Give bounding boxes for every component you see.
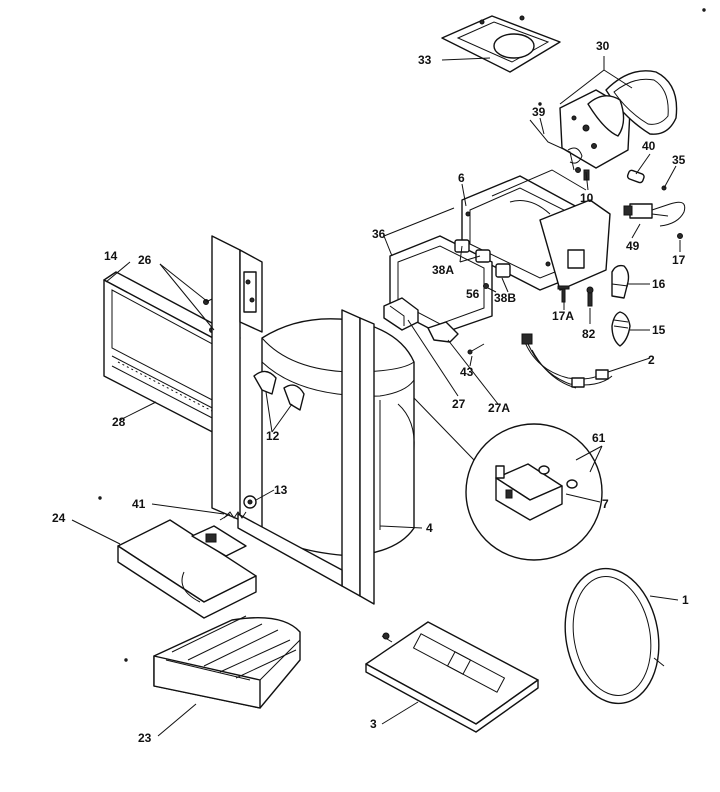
part-82-screw [586, 286, 594, 307]
callout-13: 13 [274, 483, 288, 497]
part-1-ring [564, 567, 665, 705]
callout-16: 16 [652, 277, 666, 291]
callout-27: 27 [452, 397, 466, 411]
part-23-drip-tray [153, 615, 301, 709]
part-35-switch-harness [623, 185, 686, 227]
callout-14: 14 [104, 249, 118, 263]
callout-2: 2 [648, 353, 655, 367]
callout-38a: 38A [432, 263, 454, 277]
callout-36: 36 [372, 227, 386, 241]
callout-35: 35 [672, 153, 686, 167]
callout-24: 24 [52, 511, 66, 525]
part-3-heater-plate [365, 621, 539, 733]
part-2-wire-harness [521, 333, 613, 389]
part-41-spring [219, 511, 247, 521]
part-40-cylinder [626, 169, 645, 184]
left-side-panel [211, 235, 263, 521]
callout-6: 6 [458, 171, 465, 185]
callout-40: 40 [642, 139, 656, 153]
callout-7: 7 [602, 497, 609, 511]
part-30-motor-assembly [559, 70, 678, 169]
callout-41: 41 [132, 497, 146, 511]
callout-33: 33 [418, 53, 432, 67]
part-13-pivot [243, 495, 257, 509]
callout-23: 23 [138, 731, 152, 745]
callout-27a: 27A [488, 401, 510, 415]
part-16-socket [611, 264, 630, 299]
callout-15: 15 [652, 323, 666, 337]
part-17a-screw [557, 285, 570, 303]
part-38a-clips [454, 239, 491, 263]
part-15-bulb [611, 311, 631, 347]
part-6-housing [461, 169, 611, 291]
leader-lines [71, 56, 681, 737]
part-4-housing [261, 318, 415, 557]
part-24-paddle [117, 519, 257, 619]
detail-circle-switch [413, 397, 603, 561]
part-43-screw [467, 343, 485, 355]
callout-30: 30 [596, 39, 610, 53]
callout-4: 4 [426, 521, 433, 535]
callout-49: 49 [626, 239, 640, 253]
callout-56: 56 [466, 287, 480, 301]
part-56-screw [483, 283, 489, 289]
front-tall-panel [237, 309, 375, 605]
part-39-wire-spring [529, 119, 583, 171]
part-38b-clip [495, 263, 511, 278]
callout-labels: 33 30 39 40 35 10 6 36 49 17 38A 16 56 3… [52, 39, 689, 745]
callout-17: 17 [672, 253, 686, 267]
callout-3: 3 [370, 717, 377, 731]
callout-28: 28 [112, 415, 126, 429]
callout-1: 1 [682, 593, 689, 607]
callout-43: 43 [460, 365, 474, 379]
callout-17a: 17A [552, 309, 574, 323]
callout-82: 82 [582, 327, 596, 341]
part-33-plate [441, 15, 561, 73]
part-27a-bracket [427, 321, 459, 343]
callout-61: 61 [592, 431, 606, 445]
part-12-clips [253, 370, 305, 411]
callout-26: 26 [138, 253, 152, 267]
callout-38b: 38B [494, 291, 516, 305]
callout-39: 39 [532, 105, 546, 119]
callout-10: 10 [580, 191, 594, 205]
part-17-screw [677, 233, 683, 239]
stray-dots [98, 8, 706, 662]
callout-12: 12 [266, 429, 280, 443]
